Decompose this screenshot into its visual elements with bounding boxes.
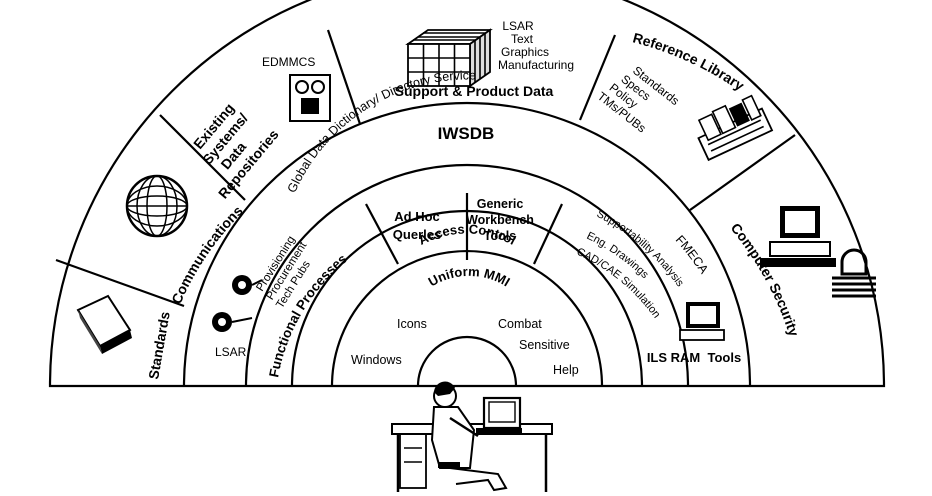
uniform-mmi-title: Uniform MMI	[426, 264, 513, 290]
mmi-help: Help	[553, 363, 579, 377]
uniform-mmi-ring: Uniform MMI Icons Combat Sensitive Windo…	[351, 264, 579, 377]
ring-structure	[48, 0, 886, 388]
functional-processes-segment: Functional Processes Provisioning Procur…	[212, 234, 350, 379]
support-item-text: Text	[511, 32, 534, 46]
generic-line-1: Generic	[477, 197, 524, 211]
terminal-icon	[679, 302, 725, 341]
support-product-data-segment: LSAR Text Graphics Manufacturing Support…	[395, 19, 574, 99]
disk-drive-icon	[289, 74, 331, 122]
generic-line-3: Tools	[484, 229, 516, 243]
support-item-manufacturing: Manufacturing	[498, 58, 574, 72]
mmi-icons: Icons	[397, 317, 427, 331]
ils-ram-tools-label: ILS RAM Tools	[647, 350, 741, 365]
support-item-lsar: LSAR	[502, 19, 534, 33]
support-item-graphics: Graphics	[501, 45, 549, 59]
computer-security-segment: Computer Security	[728, 206, 876, 338]
library-binders-icon	[697, 94, 774, 162]
standards-segment: Standards	[76, 294, 173, 381]
book-icon	[76, 294, 132, 354]
fmeca-label: FMECA	[673, 233, 712, 277]
generic-line-2: Workbench	[466, 213, 534, 227]
globe-icon	[125, 174, 189, 238]
existing-systems-segment: Existing Systems/ Data Repositories EDMM…	[190, 55, 331, 202]
computer-lock-icon	[760, 206, 876, 298]
reference-library-segment: Reference Library Standards Specs Policy…	[595, 29, 774, 162]
mmi-sensitive: Sensitive	[519, 338, 570, 352]
user-at-desk-icon	[391, 381, 553, 492]
mmi-windows: Windows	[351, 353, 402, 367]
ad-hoc-line-2: Querles	[393, 227, 441, 242]
edmmcs-label: EDMMCS	[262, 55, 315, 69]
mmi-combat: Combat	[498, 317, 542, 331]
cube-grid-icon	[405, 28, 493, 88]
standards-label: Standards	[145, 310, 173, 380]
iwsdb-title: IWSDB	[438, 124, 495, 143]
tape-reels-icon	[212, 275, 263, 332]
func-item-lsar: LSAR	[215, 345, 247, 359]
ils-ram-tools-segment: FMECA Supportability Analysis Eng. Drawi…	[575, 208, 741, 365]
ad-hoc-line-1: Ad Hoc	[394, 209, 440, 224]
support-product-data-label: Support & Product Data	[395, 83, 554, 99]
